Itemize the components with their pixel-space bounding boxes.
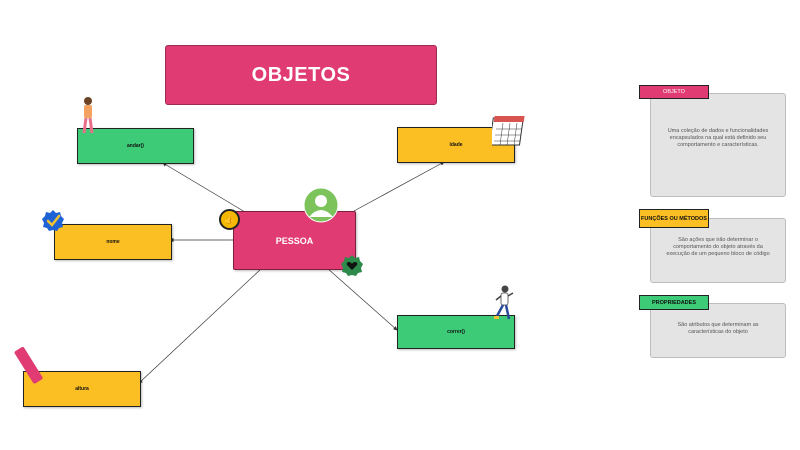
legend-tag-propriedades: PROPRIEDADES <box>639 295 709 310</box>
legend-text-objeto: Uma coleção de dados e funcionalidades e… <box>667 128 769 148</box>
ruler-icon <box>13 344 49 386</box>
legend-card-funcoes: São ações que irão determinar o comporta… <box>650 218 786 283</box>
thumbs-up-icon: 👍 <box>219 209 240 230</box>
arrow-to-correr <box>326 267 398 331</box>
walking-person-icon <box>78 95 98 137</box>
node-andar: andar() <box>77 128 194 164</box>
legend-tag-objeto: OBJETO <box>639 85 709 99</box>
arrow-to-andar <box>162 162 246 213</box>
verified-badge-icon <box>41 209 65 233</box>
node-nome: nome <box>54 224 172 260</box>
legend-text-propriedades: São atributos que determinam as caracter… <box>677 322 759 335</box>
heart-badge-icon <box>340 254 364 278</box>
legend-card-propriedades: São atributos que determinam as caracter… <box>650 303 786 358</box>
center-node-pessoa: PESSOA <box>233 211 356 270</box>
legend-text-funcoes: São ações que irão determinar o comporta… <box>666 237 770 257</box>
node-correr: correr() <box>397 315 515 349</box>
legend-tag-funcoes: FUNÇÕES OU MÉTODOS <box>639 209 709 228</box>
page-title: OBJETOS <box>165 45 437 105</box>
calendar-icon <box>488 113 528 147</box>
user-avatar-icon <box>303 187 339 223</box>
arrow-to-altura <box>138 267 263 384</box>
node-altura: altura <box>23 371 141 407</box>
running-person-icon <box>491 284 515 326</box>
arrow-to-idade <box>353 161 445 212</box>
legend-card-objeto: Uma coleção de dados e funcionalidades e… <box>650 93 786 197</box>
